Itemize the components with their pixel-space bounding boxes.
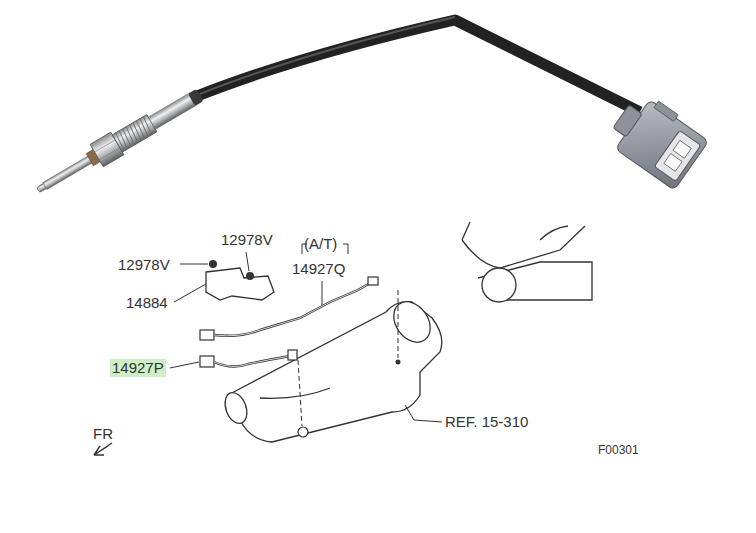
connector (200, 356, 214, 367)
figure-number: F00301 (598, 443, 639, 457)
direction-label: FR (93, 425, 113, 443)
sensor-probe-q (368, 277, 378, 285)
install-line (298, 360, 302, 426)
sensor-boss (298, 427, 308, 437)
sensor-wire (214, 356, 290, 367)
callout-number: 14927P (110, 359, 166, 377)
bolt (246, 272, 254, 280)
callout-number: 12978V (221, 231, 273, 249)
sensor-wire (214, 356, 290, 367)
exhaust-pipe-main (221, 295, 442, 442)
leader-lines (170, 244, 442, 422)
sensor-cable (192, 20, 640, 112)
front-arrow (94, 443, 112, 455)
callout-number: 12978V (118, 256, 170, 274)
connector (200, 330, 214, 340)
exhaust-pipe-upper (462, 222, 592, 302)
sensor-connector (604, 88, 711, 190)
sensor-probe (31, 84, 206, 202)
bracket (206, 268, 274, 300)
callout-number: 14927Q (292, 260, 345, 278)
callout-number: 14884 (126, 294, 168, 312)
sensor-wire (214, 282, 372, 336)
install-line (398, 290, 399, 358)
sensor-probe-p (288, 350, 297, 360)
sensor-wire (214, 282, 372, 336)
bolt (209, 260, 217, 268)
reference-note: REF. 15-310 (445, 413, 528, 431)
sensor-hole (396, 360, 401, 365)
variant-note: (A/T) (304, 235, 337, 253)
cable-shine (200, 17, 455, 94)
